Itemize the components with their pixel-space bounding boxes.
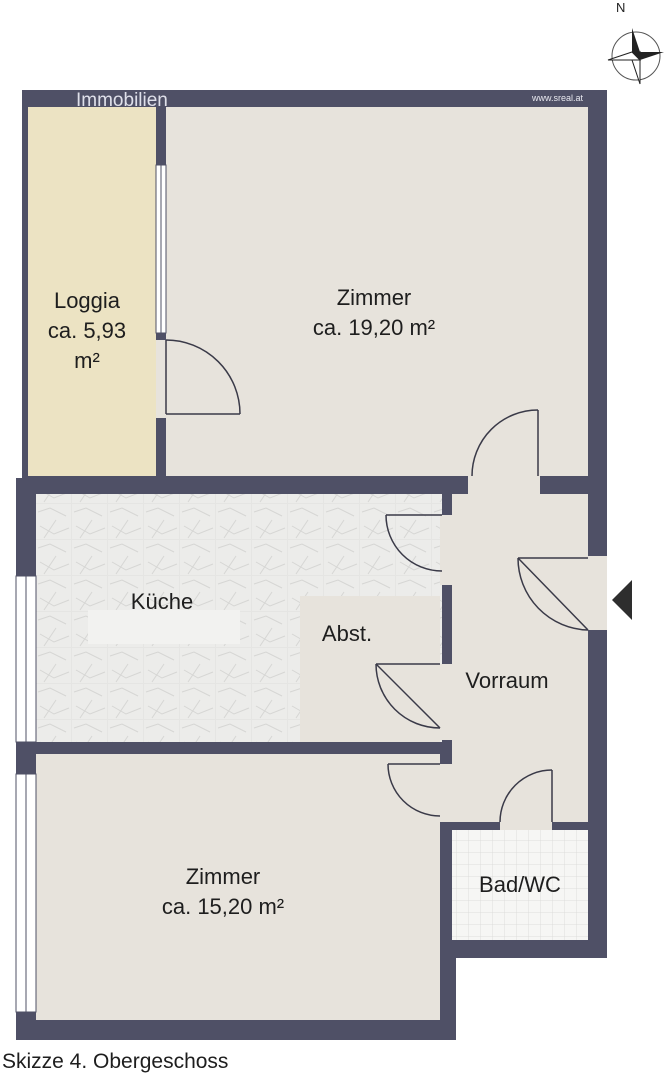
- abst-floor: [300, 596, 440, 742]
- door-zimmer-bottom: [387, 763, 441, 817]
- room-name: Zimmer: [185, 864, 261, 889]
- windows: [15, 164, 167, 1013]
- door-abst: [375, 663, 441, 729]
- room-bad-label: Bad/WC: [479, 872, 561, 897]
- room-vorraum-label: Vorraum: [465, 668, 549, 693]
- room-area: ca. 15,20 m²: [161, 894, 285, 919]
- entrance-arrow-icon: [612, 580, 632, 620]
- door-bad: [499, 769, 553, 823]
- door-swings: [165, 339, 589, 823]
- door-openings: [156, 340, 607, 830]
- door-entrance: [517, 557, 589, 631]
- room-kueche-label: Küche: [130, 589, 194, 614]
- zimmer-bottom-floor: [36, 754, 440, 1020]
- bad-floor: [452, 830, 588, 940]
- brand-text: Immobilien: [76, 90, 168, 108]
- door-zimmer-top: [471, 409, 539, 477]
- loggia-floor: [28, 107, 156, 476]
- compass-rose-icon: [607, 28, 664, 85]
- vorraum-floor: [452, 494, 588, 822]
- room-abst-label: Abst.: [321, 621, 373, 646]
- door-loggia: [165, 339, 241, 415]
- room-zimmer-top-label: Zimmer ca. 19,20 m²: [274, 283, 474, 343]
- compass-north-label: N: [616, 0, 626, 15]
- room-area: ca. 19,20 m²: [312, 315, 436, 340]
- room-loggia-label: Loggia ca. 5,93 m²: [28, 286, 146, 376]
- room-name: Loggia: [53, 288, 121, 313]
- room-name: Zimmer: [336, 285, 412, 310]
- room-area: ca. 5,93: [47, 318, 127, 343]
- door-kueche: [385, 514, 443, 572]
- website-watermark: www.sreal.at: [532, 93, 584, 103]
- kitchen-counter: [88, 610, 240, 644]
- room-area-unit: m²: [74, 348, 100, 373]
- plan-caption: Skizze 4. Obergeschoss: [2, 1050, 229, 1073]
- room-zimmer-bottom-label: Zimmer ca. 15,20 m²: [120, 862, 326, 922]
